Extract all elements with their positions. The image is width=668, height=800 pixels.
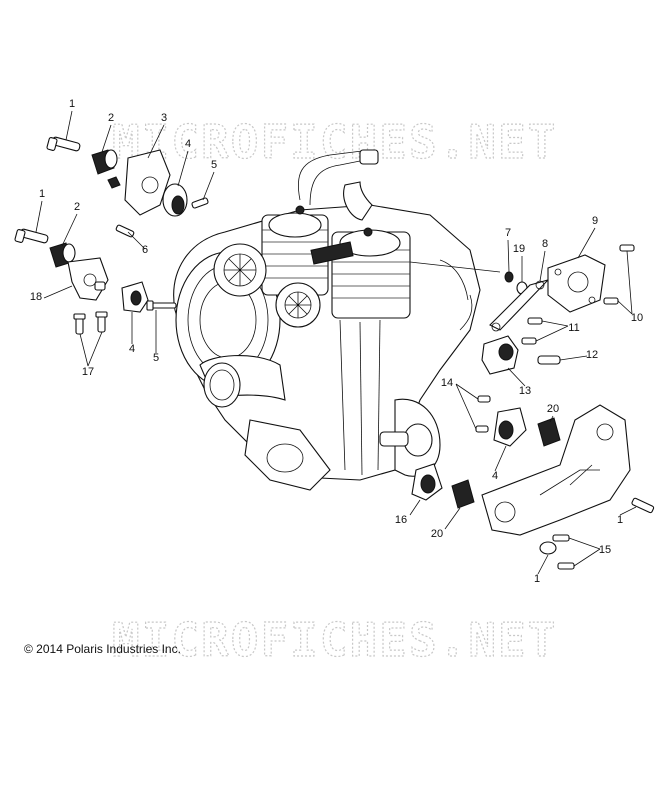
callout-c5b: 5	[153, 352, 159, 364]
mid-left-mount-group	[14, 228, 177, 335]
callout-c7: 7	[505, 227, 511, 239]
callout-c1c: 1	[617, 514, 623, 526]
watermark-bottom: MICROFICHES.NET	[112, 613, 557, 667]
upper-left-mount-group	[46, 136, 209, 238]
callout-c5a: 5	[211, 159, 217, 171]
callout-c6: 6	[142, 244, 148, 256]
callout-c15: 15	[599, 544, 611, 556]
callout-c1d: 1	[534, 573, 540, 585]
callout-c11: 11	[568, 322, 579, 334]
callout-c10: 10	[631, 312, 643, 324]
callout-c2a: 2	[108, 112, 114, 124]
callout-c12: 12	[586, 349, 598, 361]
callout-c20a: 20	[547, 403, 559, 415]
callout-c9: 9	[592, 215, 598, 227]
watermark-top: MICROFICHES.NET	[112, 115, 557, 169]
lower-right-mount-group	[411, 404, 655, 570]
copyright-notice: © 2014 Polaris Industries Inc.	[24, 642, 181, 656]
callout-c14: 14	[441, 377, 453, 389]
callout-c18: 18	[30, 291, 42, 303]
callout-c1b: 1	[39, 188, 45, 200]
callout-c1a: 1	[69, 98, 75, 110]
callout-c2b: 2	[74, 201, 80, 213]
engine-assembly	[173, 149, 501, 491]
upper-right-link-group	[475, 244, 635, 433]
callout-c3: 3	[161, 112, 167, 124]
callout-c4a: 4	[185, 138, 191, 150]
callout-c13: 13	[519, 385, 531, 397]
leader-lines	[35, 110, 637, 575]
callout-c17: 17	[82, 366, 94, 378]
callout-c19: 19	[513, 243, 525, 255]
callout-c20b: 20	[431, 528, 443, 540]
callout-c8: 8	[542, 238, 548, 250]
callout-c4c: 4	[492, 470, 498, 482]
callout-c16: 16	[395, 514, 407, 526]
callout-c4b: 4	[129, 343, 135, 355]
